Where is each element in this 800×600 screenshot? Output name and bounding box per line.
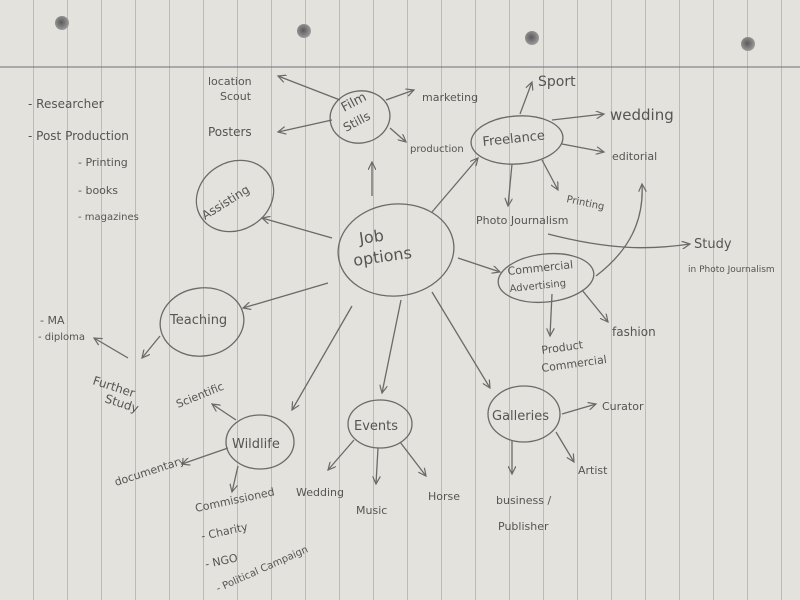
books-label: - books [78, 184, 118, 197]
printing-list-label: - Printing [78, 156, 128, 169]
post-production-label: - Post Production [28, 129, 129, 143]
documentary-label: documentary [113, 454, 187, 489]
ngo-label: - NGO [204, 551, 239, 571]
edge-freelance-sport [519, 82, 532, 115]
scientific-label: Scientific [174, 380, 225, 411]
charity-label: - Charity [200, 520, 249, 543]
edge-commercial-product [550, 293, 552, 336]
production-label: production [410, 144, 464, 155]
location-scout-line2: Scout [220, 90, 252, 103]
edge-commercial-editorial [595, 184, 642, 277]
edge-commercial-fashion [581, 289, 608, 322]
events-wedding-label: Wedding [296, 486, 344, 499]
edge-galleries-curator [561, 404, 596, 415]
edge-film-location [278, 76, 341, 101]
sport-label: Sport [538, 74, 576, 90]
posters-label: Posters [208, 125, 252, 139]
commercial-node: Commercial Advertising [497, 252, 595, 304]
center-label-line1: Job [357, 226, 385, 248]
edge-center-commercial [457, 257, 500, 272]
magazines-label: - magazines [78, 212, 139, 223]
curator-label: Curator [602, 400, 644, 413]
study-items: Study in Photo Journalism [688, 237, 775, 275]
teaching-node: Teaching [159, 287, 245, 357]
punch-hole [297, 24, 311, 38]
freelance-node: Freelance [470, 115, 564, 165]
edge-galleries-artist [555, 431, 574, 462]
edge-events-music [376, 447, 378, 484]
edge-freelance-wedding [551, 114, 604, 121]
punch-hole [741, 37, 755, 51]
commercial-items: Product Commercial fashion [541, 325, 656, 375]
edge-events-wedding [328, 439, 355, 470]
commissioned-label: Commissioned [194, 485, 276, 515]
punch-hole [525, 31, 539, 45]
business-line1: business / [496, 494, 551, 507]
edge-events-horse [399, 441, 426, 476]
left-list: - Researcher - Post Production - Printin… [28, 97, 139, 223]
edge-center-galleries [431, 291, 490, 388]
printing-label: Printing [565, 194, 605, 213]
assisting-node: Assisting [195, 159, 275, 233]
edge-film-marketing [385, 90, 414, 101]
researcher-label: - Researcher [28, 97, 104, 111]
horse-label: Horse [428, 490, 460, 503]
edge-freelance-journalism [508, 163, 512, 206]
edge-center-teaching [243, 282, 329, 308]
commercial-line2: Advertising [509, 278, 566, 295]
teaching-label: Teaching [169, 313, 227, 328]
study-line1: Study [694, 237, 732, 252]
music-label: Music [356, 504, 387, 517]
marketing-label: marketing [422, 91, 478, 104]
freelance-label: Freelance [482, 129, 546, 150]
wildlife-node: Wildlife [225, 414, 295, 470]
product-line1: Product [541, 338, 585, 357]
edge-freelance-printing [541, 159, 558, 190]
events-label: Events [354, 419, 398, 434]
edge-wildlife-commissioned [232, 465, 239, 492]
freelance-items: Sport wedding editorial Printing Photo J… [476, 74, 674, 227]
business-line2: Publisher [498, 520, 549, 533]
edge-wildlife-documentary [182, 447, 229, 464]
edge-center-freelance [431, 158, 478, 213]
edge-freelance-editorial [561, 143, 604, 152]
events-node: Events [347, 399, 413, 449]
edges [94, 76, 690, 492]
artist-label: Artist [578, 464, 608, 477]
punch-hole [55, 16, 69, 30]
product-line2: Commercial [541, 353, 608, 375]
edge-journalism-study [547, 233, 690, 248]
ma-label: - MA [40, 314, 65, 327]
study-line2: in Photo Journalism [688, 265, 775, 275]
edge-center-events [382, 299, 402, 393]
margin-line [0, 66, 800, 68]
center-node: Job options [337, 203, 455, 297]
events-items: Wedding Music Horse [296, 486, 460, 517]
edge-teaching-further [142, 335, 161, 358]
edge-wildlife-scientific [212, 404, 237, 421]
location-scout-line1: location [208, 75, 252, 88]
edge-center-wildlife [292, 305, 353, 410]
edge-center-assisting [262, 218, 333, 239]
film-stills-items: location Scout Posters marketing product… [208, 75, 478, 155]
photo-journalism-label: Photo Journalism [476, 214, 568, 227]
assisting-label: Assisting [199, 182, 252, 222]
fashion-label: fashion [612, 325, 656, 339]
edge-film-posters [278, 119, 333, 132]
edge-further-ma [94, 338, 129, 359]
edge-film-production [389, 127, 406, 142]
editorial-label: editorial [612, 150, 657, 163]
galleries-label: Galleries [492, 409, 549, 424]
film-stills-node: Film Stills [329, 90, 391, 144]
galleries-node: Galleries [487, 385, 561, 443]
wildlife-label: Wildlife [232, 437, 280, 452]
diploma-label: - diploma [38, 332, 85, 343]
galleries-items: Curator Artist business / Publisher [496, 400, 644, 533]
wedding-label: wedding [610, 106, 674, 124]
wildlife-items: Scientific documentary Commissioned - Ch… [113, 380, 310, 595]
teaching-items: - MA - diploma Further Study [38, 314, 140, 416]
